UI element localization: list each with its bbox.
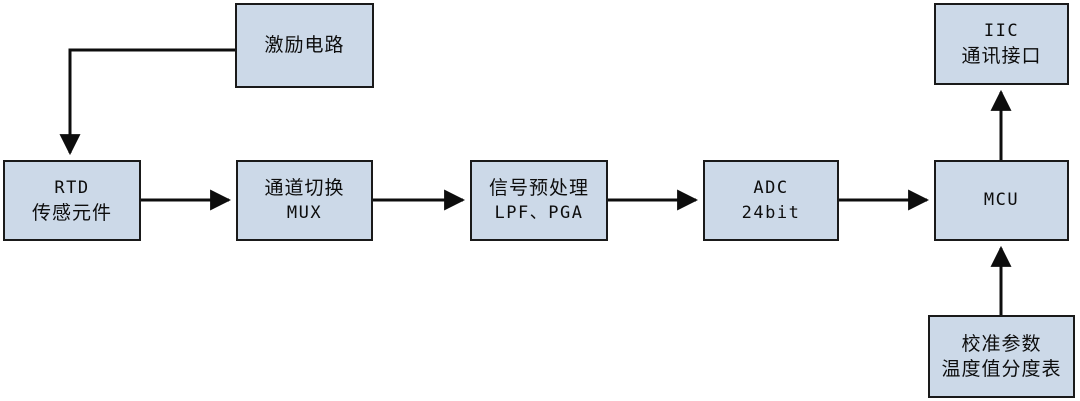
node-label-signal-preprocessing-line-2: LPF、PGA (494, 202, 584, 223)
node-label-calibration-parameters-line-2: 温度值分度表 (941, 357, 1062, 380)
node-label-rtd-sensor-line-2: 传感元件 (31, 201, 112, 224)
node-label-signal-preprocessing-line-1: 信号预处理 (488, 176, 589, 199)
edges-group (59, 48, 1012, 315)
node-channel-mux[interactable]: 通道切换 MUX (236, 160, 373, 241)
node-label-channel-mux-line-1: 通道切换 (264, 176, 345, 199)
node-label-iic-communication-interface-line-2: 通讯接口 (961, 45, 1042, 67)
node-label-excitation-circuit-line-1: 激励电路 (264, 34, 345, 56)
node-label-iic-communication-interface-line-1: IIC (983, 21, 1020, 41)
edge-excitation-to-rtd (59, 48, 235, 156)
node-label-calibration-parameters-line-1: 校准参数 (961, 332, 1042, 355)
node-label-mcu-line-1: MCU (983, 190, 1020, 210)
node-label-adc-24bit-line-1: ADC (753, 177, 789, 198)
node-signal-preprocessing[interactable]: 信号预处理 LPF、PGA (470, 160, 608, 241)
node-calibration-parameters[interactable]: 校准参数温度值分度表 (928, 315, 1075, 398)
node-rtd-sensor[interactable]: RTD 传感元件 (3, 160, 141, 241)
node-label-channel-mux-line-2: MUX (286, 202, 323, 223)
node-iic-communication-interface[interactable]: IIC 通讯接口 (934, 3, 1069, 85)
node-excitation-circuit[interactable]: 激励电路 (235, 3, 374, 88)
node-adc-24bit[interactable]: ADC 24bit (703, 160, 839, 241)
node-label-rtd-sensor-line-1: RTD (54, 177, 90, 198)
node-mcu[interactable]: MCU (934, 160, 1069, 241)
node-label-adc-24bit-line-2: 24bit (741, 202, 801, 223)
